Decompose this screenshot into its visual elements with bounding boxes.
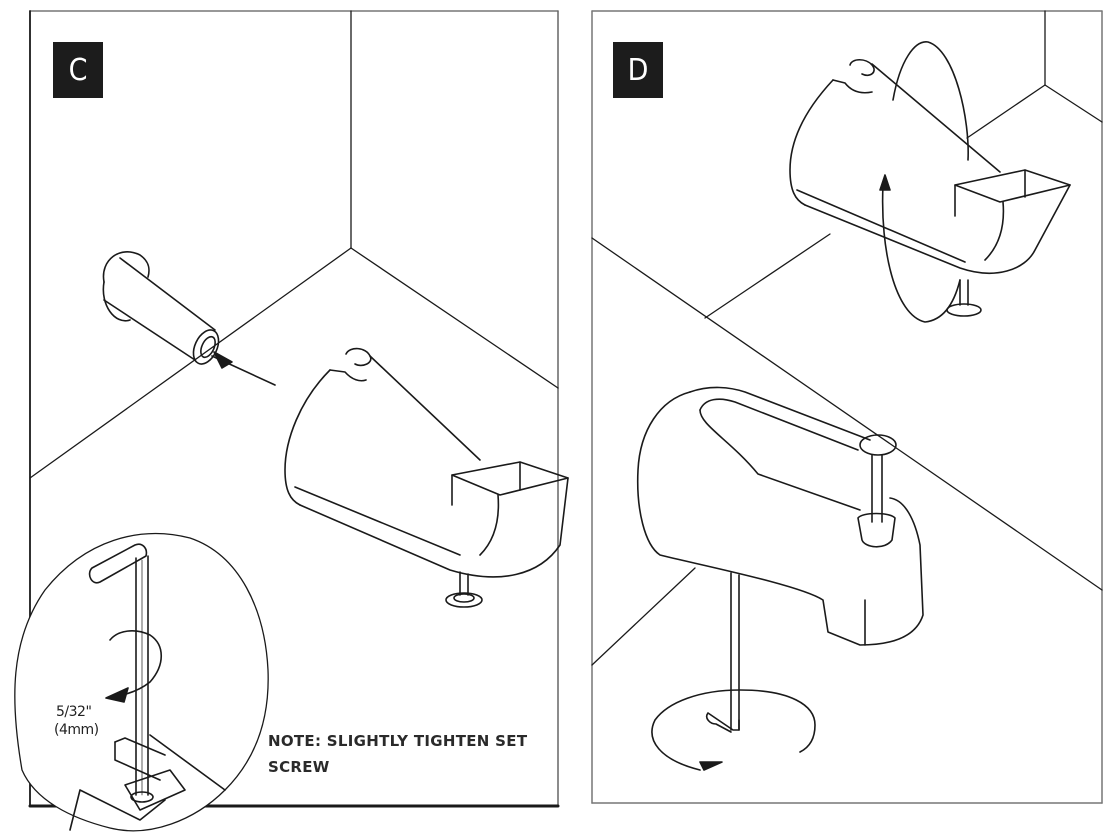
- tub-spout-icon: [789, 58, 1071, 317]
- room-corner-lines: [29, 10, 559, 479]
- tub-spout-icon-installed: [636, 386, 924, 646]
- wall-pipe-icon: [102, 251, 276, 386]
- rotate-arrow-icon: [105, 630, 163, 703]
- tub-spout-icon: [284, 347, 569, 608]
- hex-key-size-metric: (4mm): [54, 722, 99, 738]
- hex-key-icon: [705, 572, 740, 733]
- room-corner-lines: [591, 10, 1103, 666]
- panel-d-frame: [591, 10, 1103, 804]
- rotate-arrow-icon: [651, 689, 816, 771]
- magnified-callout: [14, 532, 269, 832]
- hex-key-size-imperial: 5/32": [56, 704, 92, 720]
- note-text: NOTE: SLIGHTLY TIGHTEN SET SCREW: [268, 728, 527, 780]
- step-d-label: D: [627, 52, 649, 88]
- note-line-1: NOTE: SLIGHTLY TIGHTEN SET: [268, 732, 528, 750]
- step-c-badge: C: [53, 42, 103, 98]
- step-c-label: C: [68, 52, 88, 88]
- diverter-knob-icon: [857, 434, 897, 548]
- note-line-2: SCREW: [268, 758, 330, 776]
- step-d-badge: D: [613, 42, 663, 98]
- hex-key-icon: [69, 543, 226, 831]
- rotate-arrow-icon: [879, 41, 969, 323]
